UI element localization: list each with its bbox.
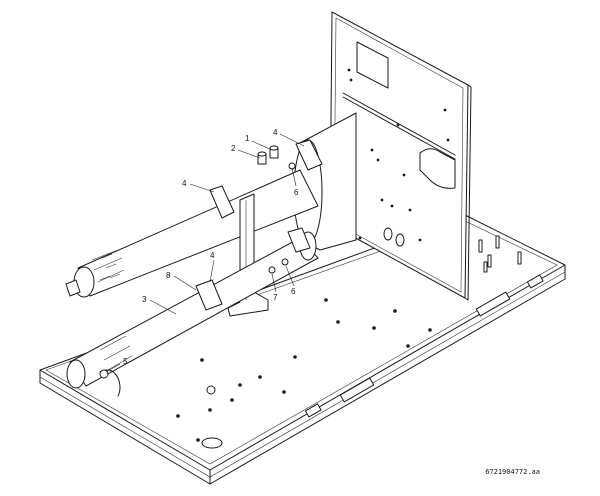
callout-4-lower: 4: [210, 251, 215, 260]
base-holes: [176, 298, 432, 442]
upper-pipe-assembly: [65, 112, 357, 298]
callout-labels: 1 2 4 4 6 4 8 3 6 7 5: [123, 128, 299, 366]
callout-3: 3: [142, 295, 147, 304]
lower-pipe-assembly: [66, 162, 319, 397]
callout-6-lower: 6: [291, 287, 296, 296]
callout-4-top: 4: [273, 128, 278, 137]
back-panel: [329, 11, 472, 301]
callout-7: 7: [273, 293, 278, 302]
callout-8: 8: [166, 271, 171, 280]
callout-1: 1: [245, 134, 250, 143]
callout-2: 2: [231, 144, 236, 153]
mounting-pins: [478, 235, 522, 273]
drawing-reference-code: 6721904772.aa: [485, 468, 540, 476]
leader-lines: [105, 133, 305, 373]
callout-4-left: 4: [182, 179, 187, 188]
callout-5: 5: [123, 357, 128, 366]
callout-6-upper: 6: [294, 188, 299, 197]
